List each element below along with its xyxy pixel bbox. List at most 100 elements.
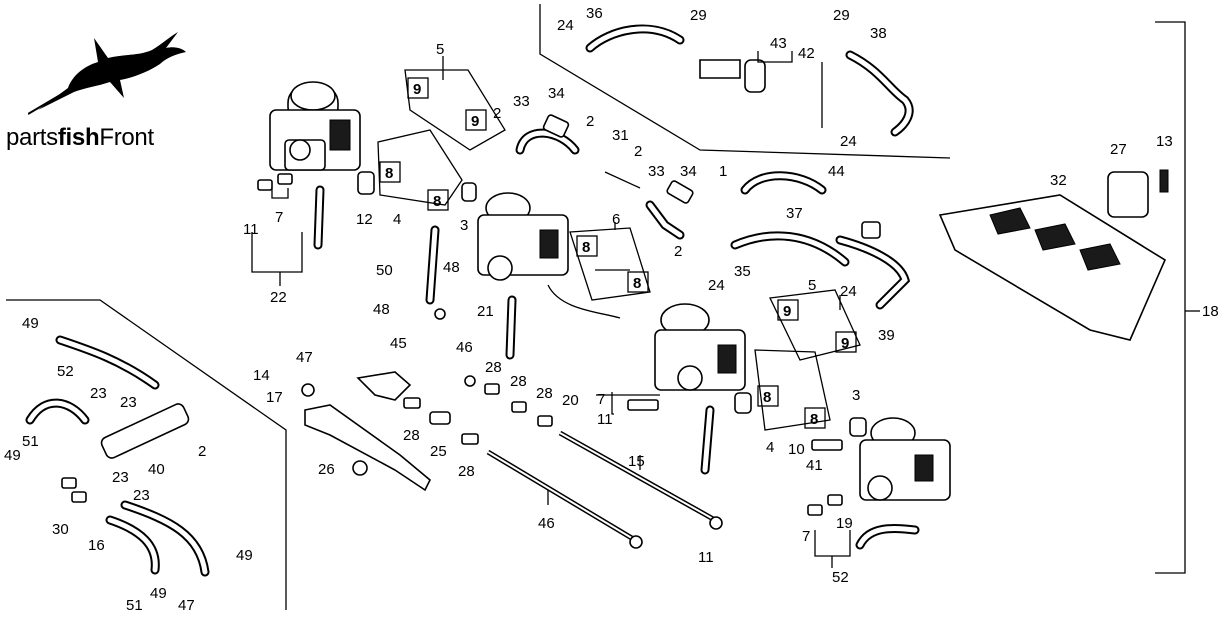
callout-label: 49 [22,315,39,332]
boxed-label: 8 [633,275,641,292]
callout-label: 7 [275,209,283,226]
callout-label: 27 [1110,141,1127,158]
air-chamber [938,169,1169,341]
callout-label: 30 [52,521,69,538]
callout-label: 2 [493,105,501,122]
callout-label: 28 [403,427,420,444]
boxed-label: 8 [433,193,441,210]
carburetor-4 [859,417,951,501]
callout-label: 51 [22,433,39,450]
leader-lines [251,51,851,568]
boxed-label: 8 [582,239,590,256]
callout-label: 44 [828,163,845,180]
small-parts [61,114,881,549]
callout-label: 47 [178,597,195,614]
callout-label: 31 [612,127,629,144]
callout-label: 25 [430,443,447,460]
callout-label: 41 [806,457,823,474]
callout-label: 24 [840,133,857,150]
callout-label: 48 [443,259,460,276]
boxed-label: 9 [783,303,791,320]
callout-label: 3 [852,387,860,404]
callout-label: 36 [586,5,603,22]
callout-labels: 36 24 29 43 42 29 38 5 34 33 2 2 31 2 33… [4,5,1219,614]
carburetor-1 [269,81,361,171]
callout-label: 20 [562,392,579,409]
callout-label: 23 [90,385,107,402]
callout-label: 11 [597,411,613,428]
callout-label: 26 [318,461,335,478]
callout-label: 22 [270,289,287,306]
carburetor-2 [477,192,569,281]
callout-label: 2 [586,113,594,130]
callout-label: 14 [253,367,270,384]
boxed-label: 8 [810,411,818,428]
callout-label: 28 [510,373,527,390]
boxed-label: 9 [413,81,421,98]
callout-label: 7 [597,391,605,408]
callout-label: 2 [674,243,682,260]
callout-label: 46 [456,339,473,356]
callout-label: 28 [536,385,553,402]
callout-label: 4 [393,211,401,228]
callout-label: 11 [243,221,259,238]
callout-label: 2 [634,143,642,160]
callout-label: 2 [198,443,206,460]
callout-label: 6 [612,211,620,228]
callout-label: 3 [460,217,468,234]
callout-label: 46 [538,515,555,532]
callout-label: 11 [698,549,714,566]
callout-label: 38 [870,25,887,42]
callout-label: 4 [766,439,774,456]
callout-label: 29 [833,7,850,24]
callout-label: 33 [648,163,665,180]
carburetor-3 [654,303,746,391]
callout-label: 18 [1202,303,1219,320]
callout-label: 39 [878,327,895,344]
shafts [100,284,717,543]
callout-label: 48 [373,301,390,318]
callout-label: 16 [88,537,105,554]
fish-logo-icon [27,18,188,118]
callout-label: 19 [836,515,853,532]
callout-label: 24 [708,277,725,294]
callout-label: 28 [485,359,502,376]
callout-label: 5 [808,277,816,294]
callout-label: 15 [628,453,645,470]
callout-label: 24 [557,17,574,34]
boxed-label: 9 [471,113,479,130]
boxed-labels: 9 9 8 8 8 8 9 9 8 8 [379,77,857,429]
callout-label: 23 [133,487,150,504]
callout-label: 43 [770,35,787,52]
callout-label: 23 [120,394,137,411]
callout-label: 47 [296,349,313,366]
callout-label: 24 [840,283,857,300]
callout-label: 33 [513,93,530,110]
callout-label: 7 [802,528,810,545]
callout-label: 34 [680,163,697,180]
callout-label: 52 [832,569,849,586]
callout-label: 50 [376,262,393,279]
callout-label: 35 [734,263,751,280]
boxed-label: 8 [763,389,771,406]
hoses [25,24,920,577]
brand-logo-text: partsfishFront [6,124,154,151]
callout-label: 49 [150,585,167,602]
callout-label: 34 [548,85,565,102]
callout-label: 52 [57,363,74,380]
group-outlines [377,69,861,431]
callout-label: 12 [356,211,373,228]
callout-label: 32 [1050,172,1067,189]
callout-label: 51 [126,597,143,614]
callout-label: 49 [236,547,253,564]
callout-label: 49 [4,447,21,464]
callout-label: 45 [390,335,407,352]
callout-label: 28 [458,463,475,480]
boxed-label: 9 [841,335,849,352]
callout-label: 13 [1156,133,1173,150]
callout-label: 1 [719,163,727,180]
callout-label: 21 [477,303,494,320]
callout-label: 29 [690,7,707,24]
brackets [304,59,766,492]
boxed-label: 8 [385,165,393,182]
